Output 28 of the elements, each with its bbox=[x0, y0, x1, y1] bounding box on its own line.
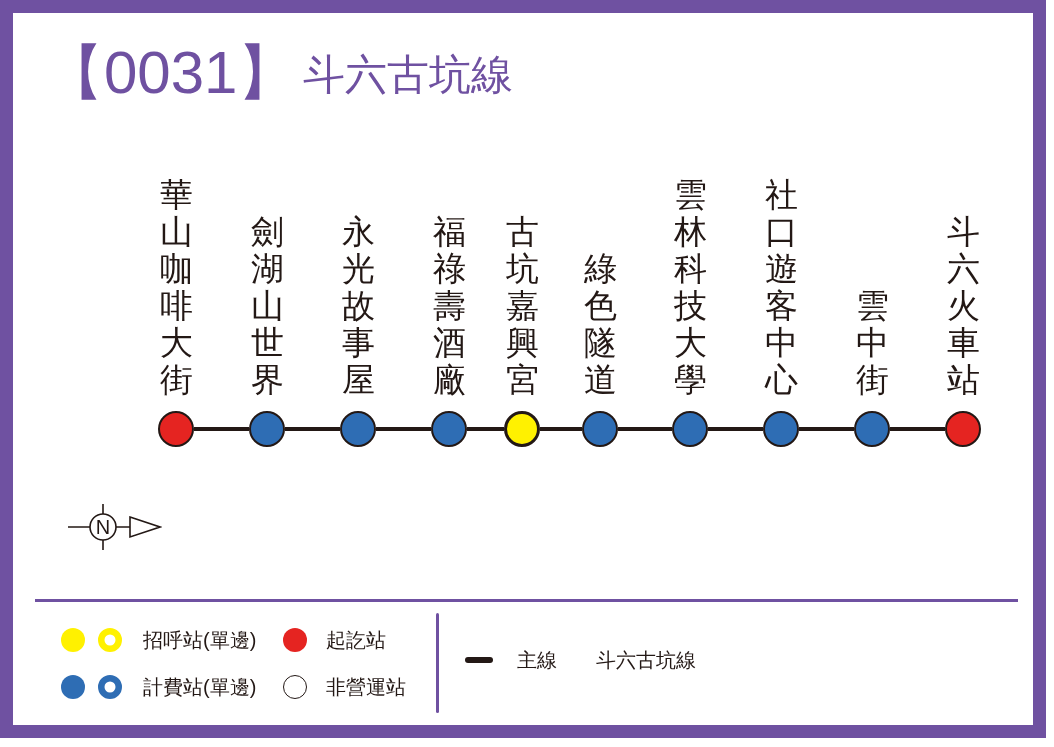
route-line bbox=[376, 427, 431, 431]
route-number-title: 【0031】 bbox=[44, 42, 298, 104]
route-name: 斗六古坑線 bbox=[596, 648, 696, 672]
route-line bbox=[194, 427, 249, 431]
route-line bbox=[618, 427, 672, 431]
station-name: 劍湖山世界 bbox=[250, 214, 284, 399]
station-name: 斗六火車站 bbox=[946, 214, 980, 399]
legend-text: 主線 bbox=[517, 648, 557, 672]
route-line bbox=[799, 427, 854, 431]
legend-text: 起訖站 bbox=[326, 628, 386, 652]
route-line bbox=[540, 427, 582, 431]
legend-text: 非營運站 bbox=[326, 675, 406, 699]
station-name: 綠色隧道 bbox=[583, 251, 617, 399]
route-line bbox=[285, 427, 340, 431]
route-name-title: 斗六古坑線 bbox=[303, 52, 513, 98]
station-name: 華山咖啡大街 bbox=[159, 177, 193, 399]
station-name: 永光故事屋 bbox=[341, 214, 375, 399]
station-name: 福祿壽酒廠 bbox=[432, 214, 466, 399]
legend-text: 計費站(單邊) bbox=[143, 675, 257, 699]
station-name: 雲中街 bbox=[855, 288, 889, 399]
north-letter: N bbox=[94, 515, 112, 539]
route-line bbox=[467, 427, 504, 431]
station-name: 古坑嘉興宮 bbox=[505, 214, 539, 399]
route-line bbox=[708, 427, 763, 431]
station-name: 社口遊客中心 bbox=[764, 177, 798, 399]
station-name: 雲林科技大學 bbox=[673, 177, 707, 399]
legend-text: 招呼站(單邊) bbox=[143, 628, 257, 652]
route-line bbox=[890, 427, 945, 431]
